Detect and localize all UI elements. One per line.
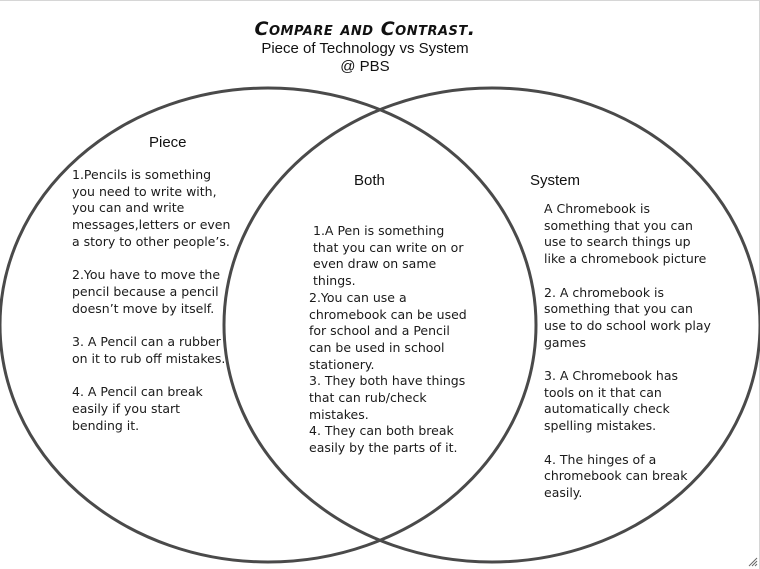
left-circle-label: Piece xyxy=(149,134,187,151)
left-item: 1.Pencils is something you need to write… xyxy=(72,167,231,249)
resize-grip-icon[interactable] xyxy=(746,555,758,567)
left-item: 4. A Pencil can break easily if you star… xyxy=(72,384,203,433)
right-circle-label: System xyxy=(530,172,581,189)
both-item: 2.You can use a chromebook can be used f… xyxy=(309,289,467,372)
both-text: 1.A Pen is something that you can write … xyxy=(309,223,469,457)
both-item: 1.A Pen is something that you can write … xyxy=(313,223,464,289)
left-circle xyxy=(0,86,538,564)
canvas-top-border xyxy=(0,0,760,1)
right-item: 3. A Chromebook has tools on it that can… xyxy=(544,368,678,434)
right-circle xyxy=(222,86,760,564)
both-label: Both xyxy=(354,172,385,189)
both-item: 3. They both have things that can rub/ch… xyxy=(309,373,466,422)
right-circle-text: A Chromebook is something that you can u… xyxy=(544,201,712,502)
both-item: 4. They can both break easily by the par… xyxy=(309,423,458,456)
header: Compare and Contrast. Piece of Technolog… xyxy=(210,18,520,76)
right-item: A Chromebook is something that you can u… xyxy=(544,201,707,267)
right-item: 4. The hinges of a chromebook can break … xyxy=(544,451,688,500)
diagram-subtitle: Piece of Technology vs System xyxy=(261,40,469,57)
diagram-title: Compare and Contrast. xyxy=(254,18,476,40)
diagram-credit: @ PBS xyxy=(340,58,390,75)
left-item: 2.You have to move the pencil because a … xyxy=(72,267,221,316)
left-circle-text: 1.Pencils is something you need to write… xyxy=(72,167,232,434)
left-item: 3. A Pencil can a rubber on it to rub of… xyxy=(72,334,226,366)
right-item: 2. A chromebook is something that you ca… xyxy=(544,284,711,350)
